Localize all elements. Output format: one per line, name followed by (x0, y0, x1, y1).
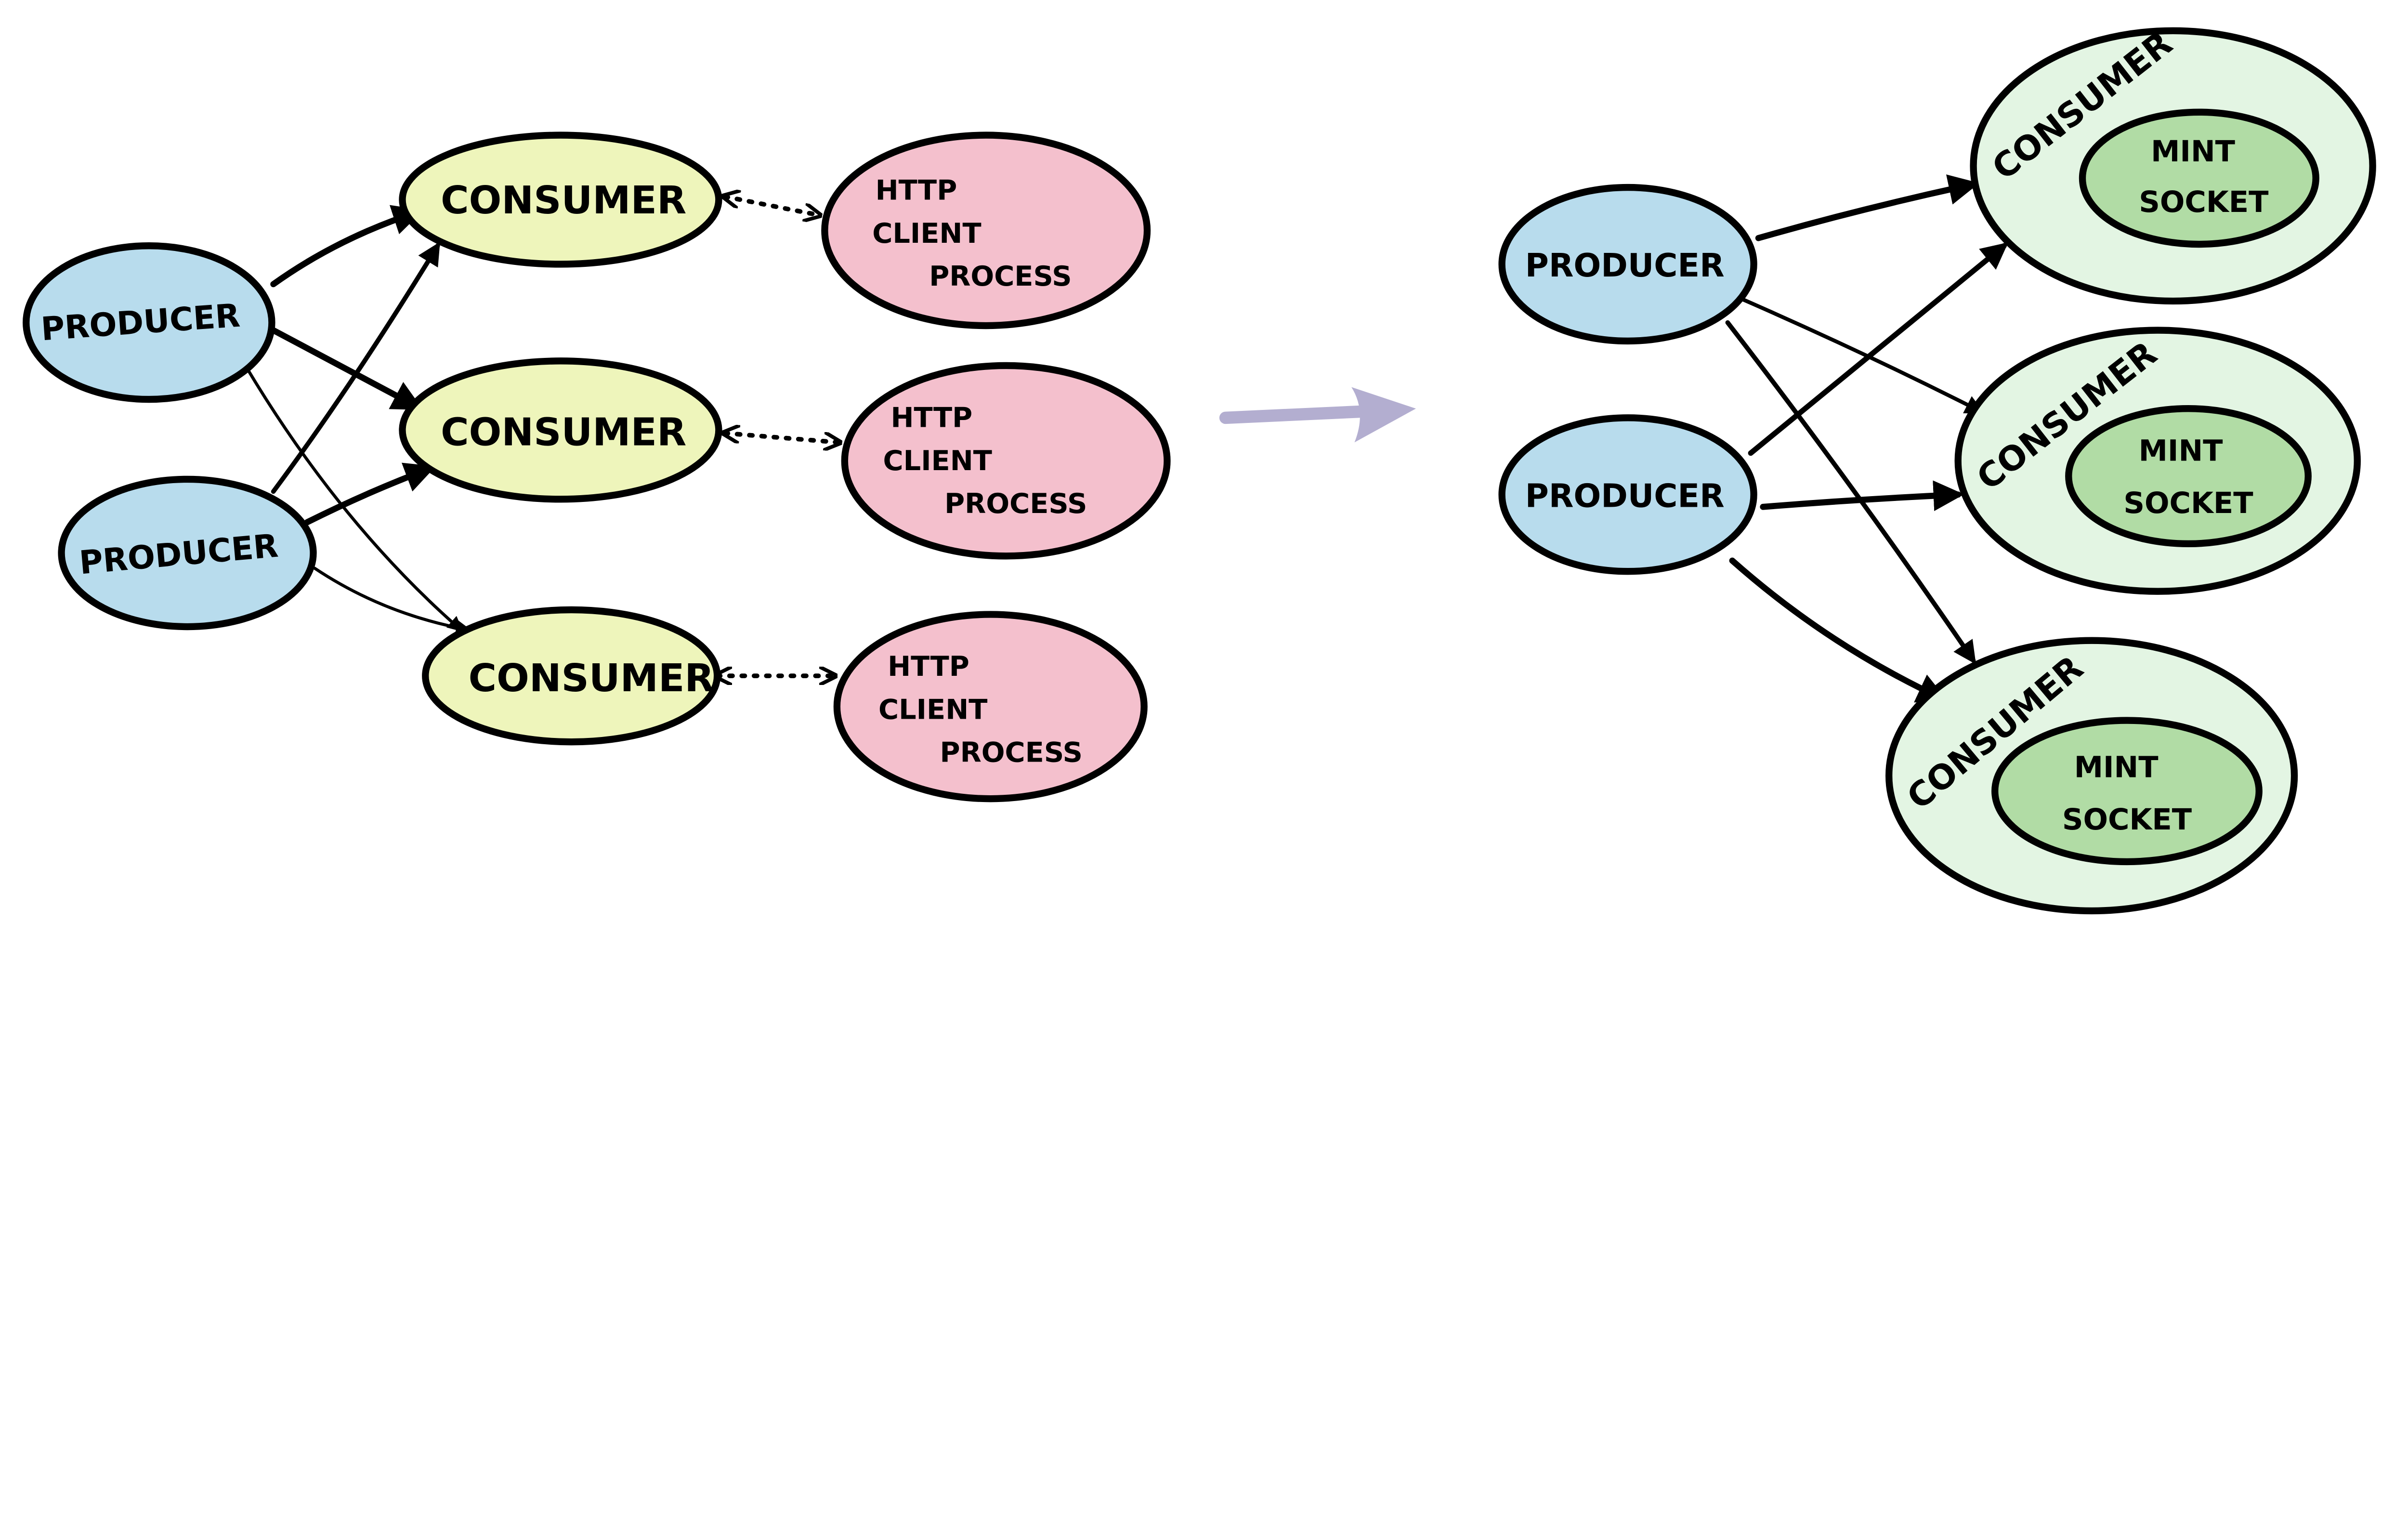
dotted-link-consumer1-http1 (725, 197, 819, 215)
right-producer-1: PRODUCER (1498, 184, 1757, 345)
edge-producer3-consumer3 (1725, 320, 1976, 665)
consumer-label: CONSUMER (441, 178, 686, 223)
consumer-bubble (399, 132, 722, 268)
http-label-line3: PROCESS (944, 487, 1087, 520)
transition-arrow-head-icon (1351, 387, 1416, 443)
consumer-bubble (399, 357, 722, 503)
architecture-diagram: PRODUCER PRODUCER CONSUMER CONSUMER CONS… (23, 24, 2376, 915)
mint-socket-bubble (2079, 108, 2319, 248)
edge-producer1-consumer2 (270, 327, 423, 410)
transition-arrow (1219, 387, 1416, 443)
edge-producer3-consumer2 (1741, 297, 1985, 414)
edge-producer2-consumer3 (313, 566, 471, 635)
producer-label: PRODUCER (1525, 477, 1725, 514)
producer-bubble (23, 242, 275, 403)
http-label-line2: CLIENT (883, 445, 992, 477)
http-process-3: HTTP CLIENT PROCESS (833, 611, 1148, 803)
left-producer-1: PRODUCER (23, 242, 275, 403)
mint-socket-line1: MINT (2074, 751, 2159, 785)
mint-socket-bubble (1991, 717, 2263, 866)
right-consumer-3: CONSUMER MINT SOCKET (1885, 637, 2298, 915)
edge-producer2-consumer2 (304, 462, 436, 526)
http-process-2: HTTP CLIENT PROCESS (841, 362, 1171, 560)
mint-socket-line1: MINT (2139, 434, 2223, 468)
http-label-line2: CLIENT (872, 217, 981, 250)
mint-socket-bubble (2065, 405, 2312, 547)
http-label-line3: PROCESS (940, 737, 1083, 769)
producer-bubble (1498, 184, 1757, 345)
edge-producer1-consumer3 (241, 359, 463, 632)
mint-socket-line2: SOCKET (2139, 185, 2268, 219)
consumer-label: CONSUMER (469, 656, 714, 700)
left-consumer-3: CONSUMER (422, 606, 721, 746)
consumer-label: CONSUMER (441, 410, 686, 455)
left-edges (241, 197, 838, 676)
edge-producer2-consumer1 (271, 242, 440, 494)
producer-bubble (58, 475, 317, 631)
right-consumer-2: CONSUMER MINT SOCKET (1954, 327, 2361, 595)
http-process-bubble (833, 611, 1148, 803)
http-process-bubble (821, 132, 1151, 329)
http-label-line1: HTTP (876, 174, 957, 207)
consumer-bubble (422, 606, 721, 746)
http-process-1: HTTP CLIENT PROCESS (821, 132, 1151, 329)
http-process-bubble (841, 362, 1171, 560)
left-consumer-1: CONSUMER (399, 132, 722, 268)
left-producer-2: PRODUCER (58, 475, 317, 631)
edge-producer3-consumer1 (1755, 174, 1980, 241)
mint-socket-line2: SOCKET (2123, 487, 2253, 520)
edge-producer1-consumer1 (270, 205, 424, 288)
left-consumer-2: CONSUMER (399, 357, 722, 503)
mint-socket-line1: MINT (2151, 135, 2235, 169)
edge-producer4-consumer3 (1729, 557, 1949, 703)
right-producer-2: PRODUCER (1498, 414, 1757, 575)
producer-label: PRODUCER (1525, 247, 1725, 284)
producer-bubble (1498, 414, 1757, 575)
mint-socket-line2: SOCKET (2062, 803, 2192, 837)
http-label-line1: HTTP (890, 401, 972, 434)
edge-producer4-consumer2 (1760, 480, 1964, 511)
transition-arrow-shaft (1219, 405, 1365, 424)
http-label-line3: PROCESS (929, 260, 1072, 292)
edge-producer4-consumer1 (1748, 242, 2009, 456)
dotted-link-consumer2-http2 (725, 433, 838, 442)
http-label-line2: CLIENT (878, 693, 987, 725)
http-label-line1: HTTP (888, 650, 969, 683)
right-edges (1725, 174, 2009, 703)
right-consumer-1: CONSUMER MINT SOCKET (1970, 24, 2376, 305)
